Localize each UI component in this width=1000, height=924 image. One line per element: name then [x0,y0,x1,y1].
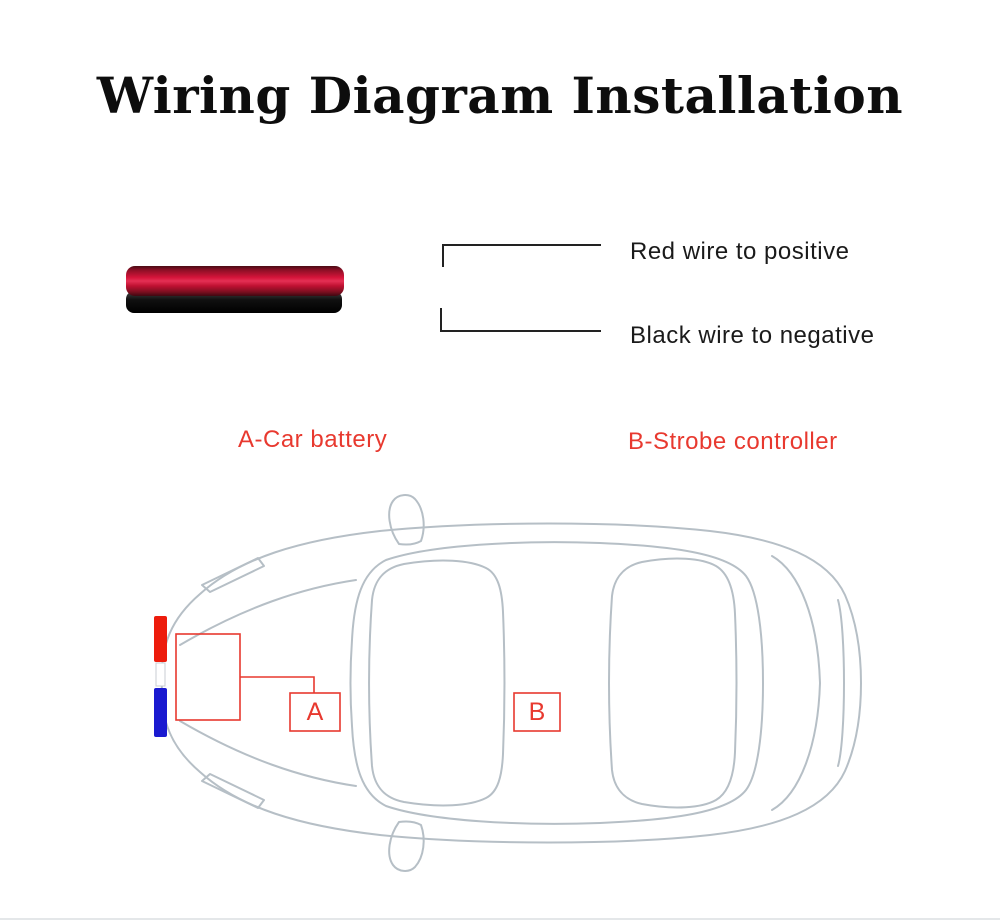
car-cabin-outline [349,541,764,825]
rear-deck-line [771,555,821,811]
box-b-outline [513,692,561,732]
box-a-letter: A [306,698,324,726]
headlight-top [201,557,265,593]
battery-lead-line [240,676,315,693]
legend-bracket-top [442,244,601,267]
bare-terminal [155,662,166,687]
legend-bracket-bottom [440,308,601,332]
hood-crease-bottom [179,720,357,787]
rear-window [608,557,738,809]
box-a-outline [289,692,341,732]
side-mirror-top [388,494,425,546]
red-wire-graphic [126,266,344,296]
black-wire-graphic [126,291,342,313]
car-body-outline [160,522,862,844]
headlight-bottom [201,773,265,809]
page-title: Wiring Diagram Installation [96,66,904,125]
wire-ribbon-graphic [126,266,344,316]
label-a-car-battery: A-Car battery [238,426,388,453]
battery-box [175,633,241,721]
label-b-strobe-controller: B-Strobe controller [628,428,838,455]
legend-red-wire-label: Red wire to positive [630,238,850,265]
hood-crease-top [179,579,357,646]
bottom-divider [0,918,1000,920]
side-mirror-bottom [388,820,425,872]
front-windshield [368,559,506,807]
box-b-letter: B [528,698,546,726]
red-connector [154,616,167,662]
legend-black-wire-label: Black wire to negative [630,322,875,349]
rear-bumper-line [837,599,845,767]
blue-connector [154,688,167,737]
